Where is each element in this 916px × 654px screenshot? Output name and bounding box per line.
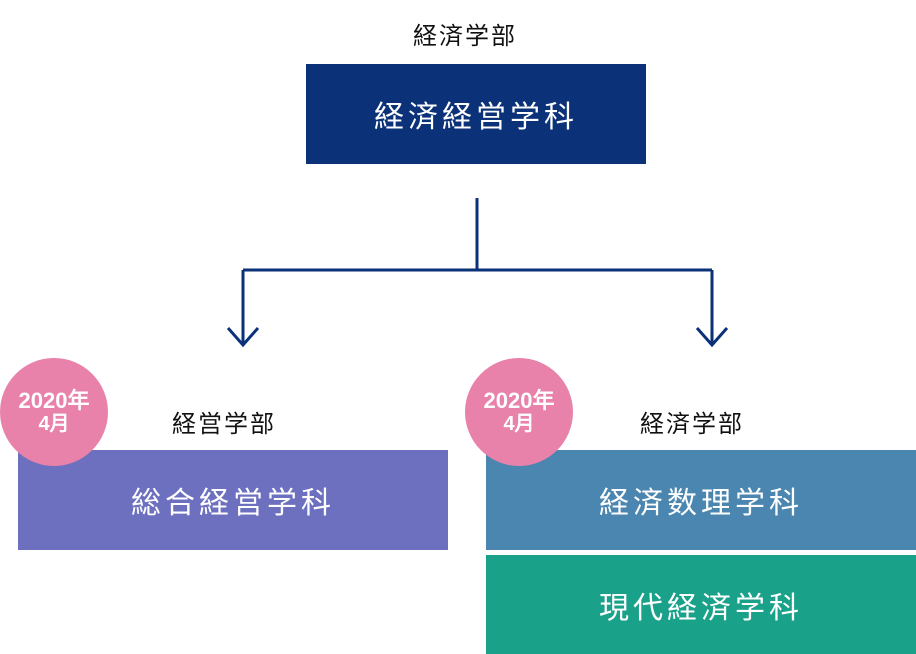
arrow-head-right <box>695 327 729 348</box>
right-department-box-1: 経済数理学科 <box>486 450 916 550</box>
top-faculty-label: 経済学部 <box>413 22 517 50</box>
left-faculty-label: 経営学部 <box>172 410 276 438</box>
right-badge-month: 4月 <box>503 413 535 436</box>
right-date-badge: 2020年 4月 <box>465 358 573 466</box>
top-department-box: 経済経営学科 <box>306 64 646 164</box>
left-date-badge: 2020年 4月 <box>0 358 108 466</box>
left-badge-year: 2020年 <box>18 387 90 413</box>
arrow-head-left <box>226 327 260 348</box>
left-badge-month: 4月 <box>38 413 70 436</box>
left-department-box: 総合経営学科 <box>18 450 448 550</box>
right-faculty-label: 経済学部 <box>640 410 744 438</box>
right-department-box-2: 現代経済学科 <box>486 555 916 654</box>
right-badge-year: 2020年 <box>483 387 555 413</box>
